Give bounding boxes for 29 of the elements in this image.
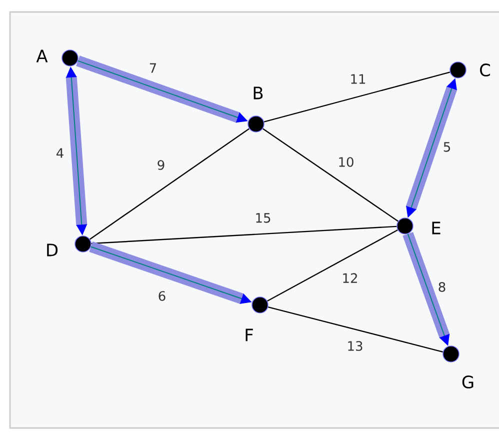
graph-vertex: G	[442, 346, 474, 388]
edge-weight: 8	[436, 281, 448, 293]
graph-edge	[267, 229, 398, 302]
edge-weight: 6	[156, 290, 168, 302]
node-label: C	[480, 64, 490, 76]
edge-weight: 15	[254, 212, 272, 224]
node-label: F	[246, 328, 253, 342]
edge-weight: 10	[336, 156, 356, 168]
graph-vertex: B	[248, 86, 264, 132]
graph-vertex: C	[450, 62, 490, 78]
graph-vertex: E	[396, 218, 440, 234]
node-label: D	[47, 244, 58, 256]
node-label: G	[462, 376, 474, 388]
graph-edge	[268, 306, 444, 352]
edge-weight: 12	[340, 272, 360, 284]
node-label: B	[254, 86, 263, 100]
graph-edge	[264, 72, 450, 122]
graph-edge	[91, 226, 397, 244]
graph-edge	[90, 128, 250, 240]
node-label: A	[36, 50, 48, 62]
node-label: E	[432, 222, 440, 234]
edge-weight: 11	[348, 73, 368, 85]
edge-weight: 13	[346, 340, 364, 352]
graph-vertex: D	[47, 236, 92, 256]
graph-vertex: F	[246, 296, 268, 342]
graph-vertex: A	[36, 50, 78, 66]
edge-weight: 5	[442, 141, 452, 153]
graph-edge	[262, 128, 398, 222]
edge-weight: 9	[156, 159, 166, 171]
